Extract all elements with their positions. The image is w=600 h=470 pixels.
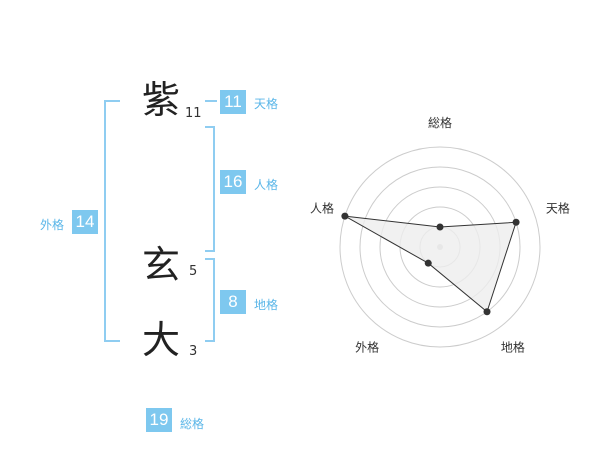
jinkaku-bracket bbox=[205, 126, 215, 252]
radar-points bbox=[341, 212, 520, 316]
gaikaku-label: 外格 bbox=[40, 218, 65, 232]
jinkaku-label: 人格 bbox=[254, 178, 279, 192]
radar-ring bbox=[339, 146, 541, 348]
radar-axis-label: 地格 bbox=[501, 339, 525, 354]
jinkaku-value: 16 bbox=[220, 170, 246, 194]
stroke-count-1: 11 bbox=[185, 106, 202, 121]
soukaku-value: 19 bbox=[146, 408, 172, 432]
name-char-1: 紫 bbox=[142, 78, 181, 122]
soukaku-label: 総格 bbox=[180, 417, 205, 431]
chikaku-bracket bbox=[205, 258, 215, 342]
radar-point-2 bbox=[483, 308, 491, 316]
tenkaku-value: 11 bbox=[220, 90, 246, 114]
radar-axis-label: 人格 bbox=[310, 201, 334, 216]
radar-point-0 bbox=[436, 223, 444, 231]
gaikaku-bracket bbox=[104, 100, 120, 342]
name-char-2: 玄 bbox=[142, 243, 181, 287]
tenkaku-label: 天格 bbox=[254, 97, 279, 111]
chikaku-label: 地格 bbox=[254, 298, 279, 312]
chikaku-value: 8 bbox=[220, 290, 246, 314]
radar-point-1 bbox=[512, 218, 520, 226]
radar-axis-label: 外格 bbox=[355, 339, 379, 354]
stroke-count-3: 3 bbox=[189, 344, 198, 359]
gaikaku-value: 14 bbox=[72, 210, 98, 234]
radar-ring bbox=[359, 166, 521, 328]
radar-axis-label: 総格 bbox=[428, 115, 452, 130]
tenkaku-bracket-line bbox=[205, 100, 217, 102]
radar-point-4 bbox=[341, 212, 349, 220]
radar-axis-label: 天格 bbox=[546, 201, 570, 216]
name-char-3: 大 bbox=[142, 318, 181, 362]
stroke-count-2: 5 bbox=[189, 264, 198, 279]
radar-point-3 bbox=[424, 259, 432, 267]
